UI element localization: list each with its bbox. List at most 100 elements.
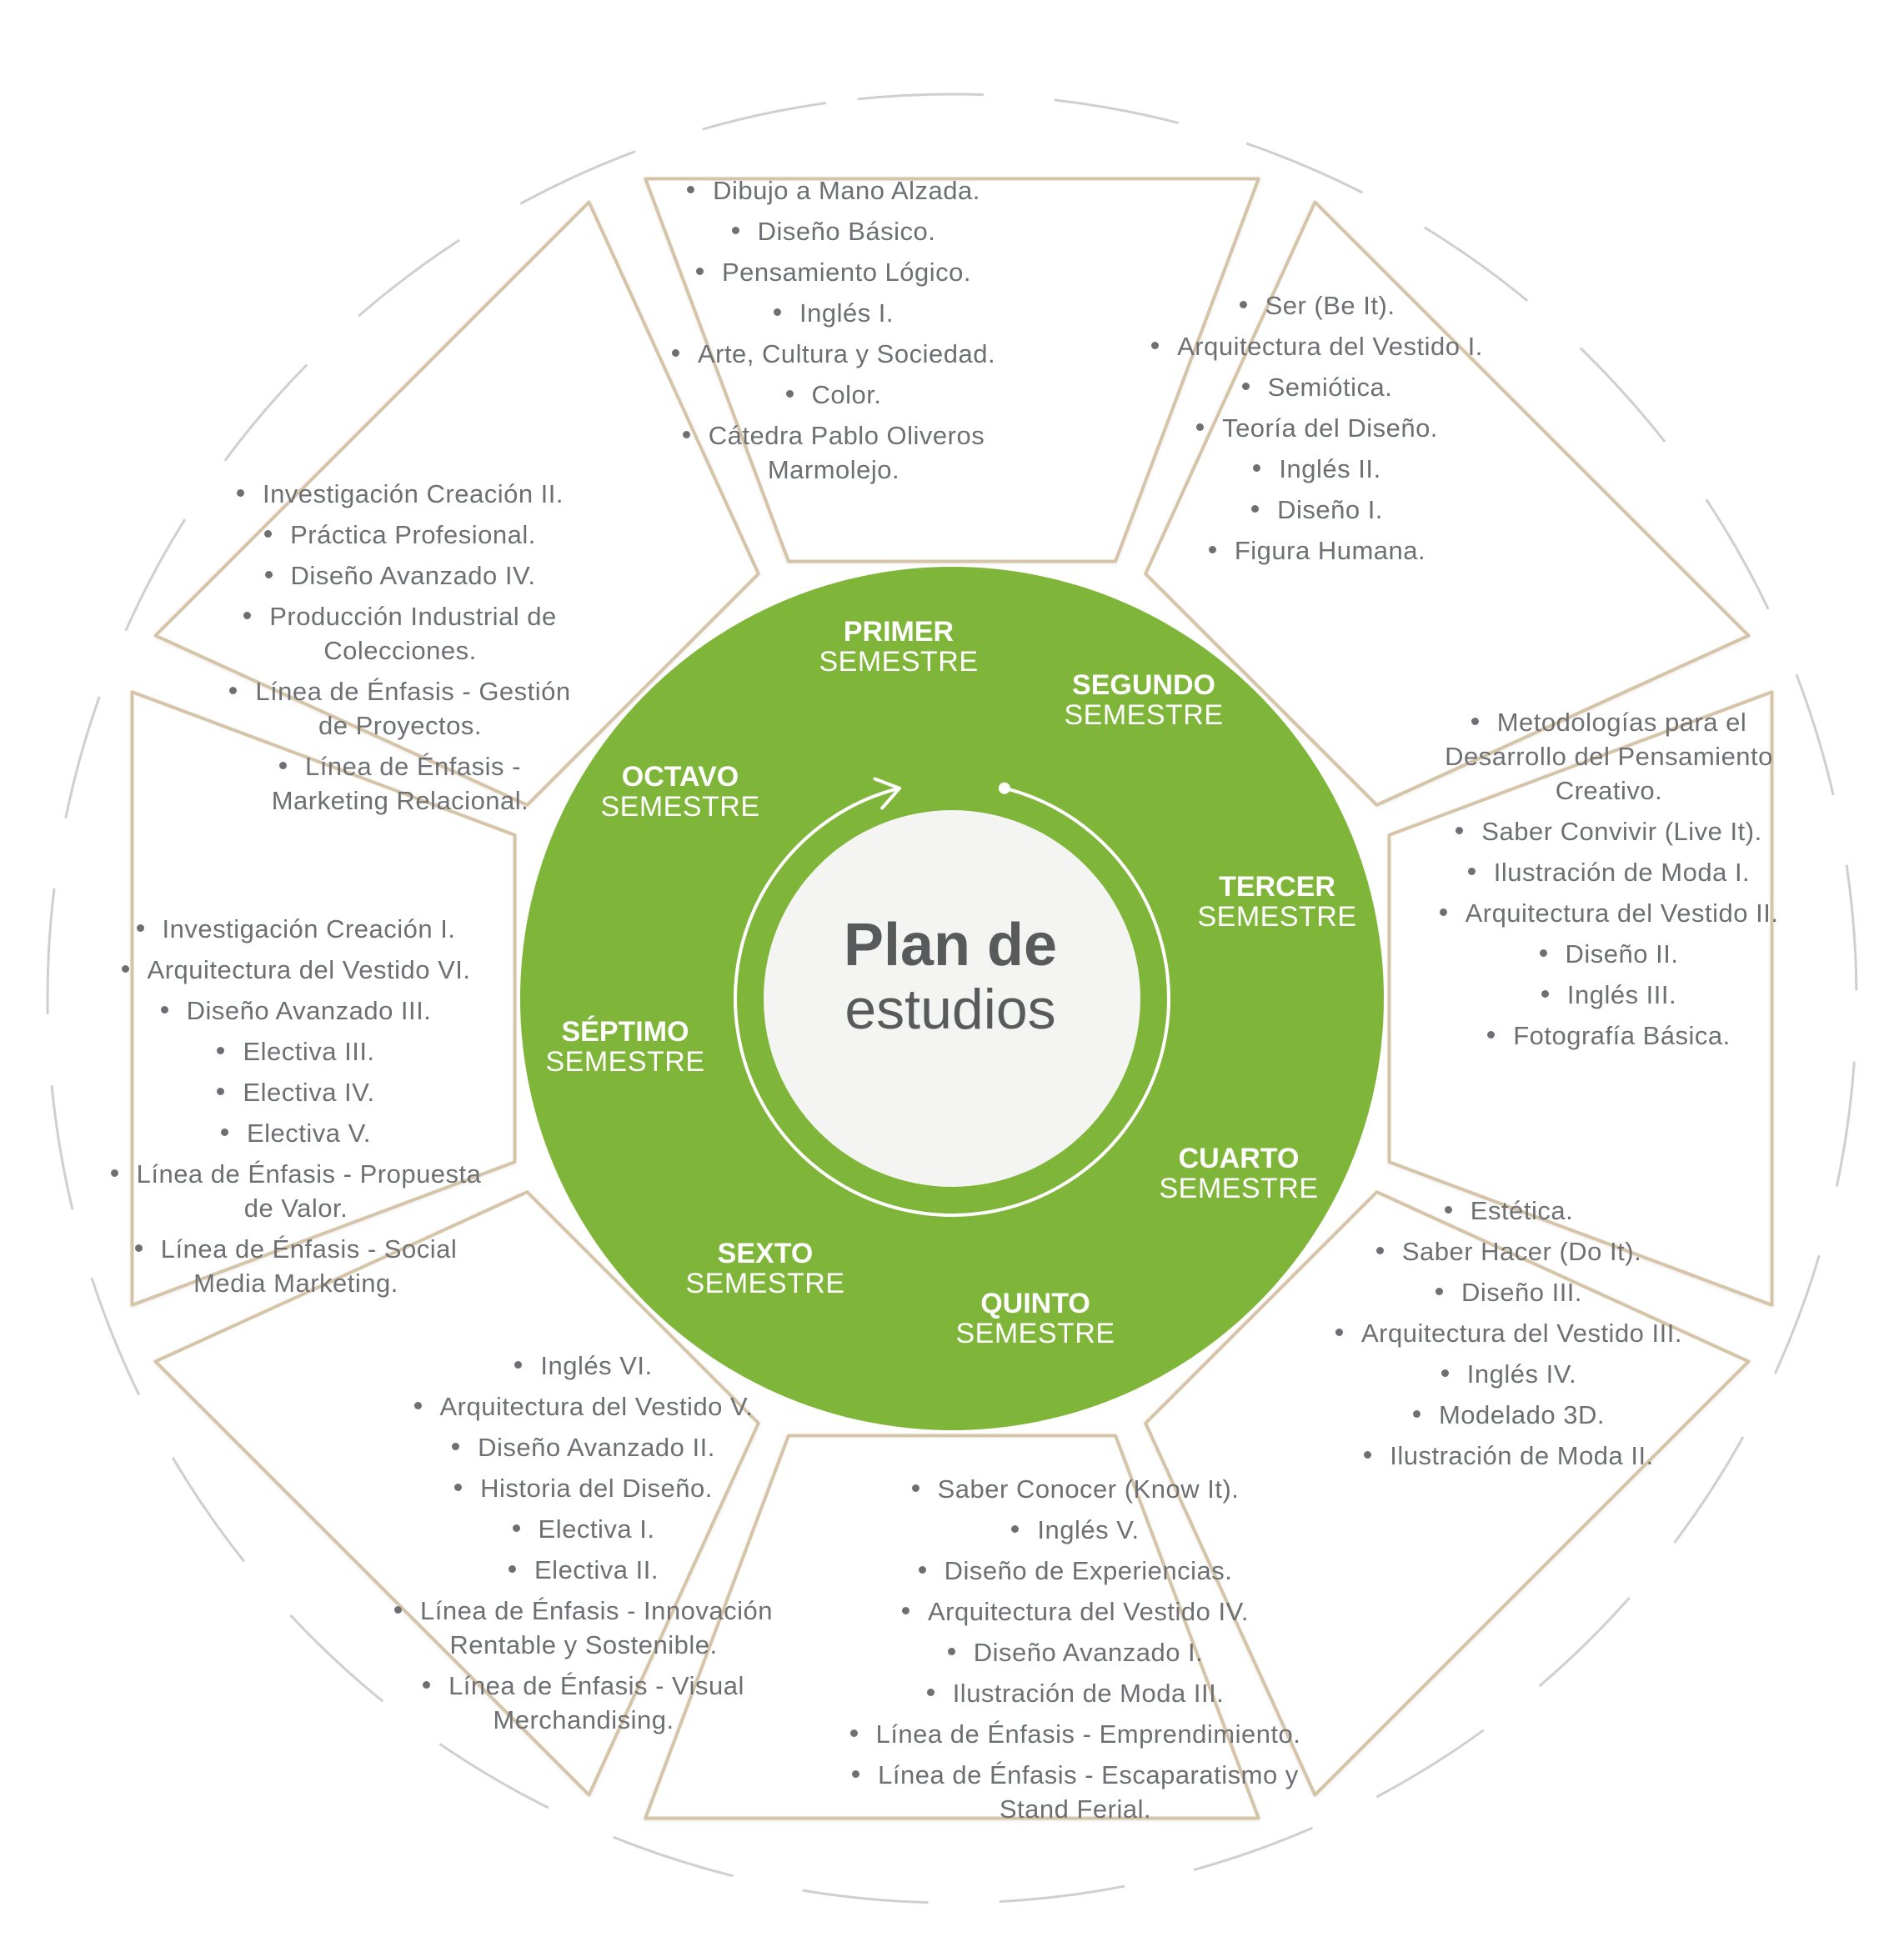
bullet-dot-icon <box>1208 546 1216 554</box>
course-item: Pensamiento Lógico. <box>634 255 1034 289</box>
course-item: Electiva V. <box>108 1116 484 1150</box>
course-name: Línea de Énfasis - Visual Merchandising. <box>448 1671 744 1734</box>
course-name: Color. <box>811 380 882 409</box>
course-item: Diseño Básico. <box>634 214 1034 248</box>
bullet-dot-icon <box>1011 1525 1020 1534</box>
outer-dash-segment <box>289 1614 384 1703</box>
course-name: Línea de Énfasis - Innovación Rentable y… <box>420 1596 773 1659</box>
course-name: Fotografía Básica. <box>1513 1021 1731 1050</box>
bullet-dot-icon <box>1239 301 1247 309</box>
outer-dashed-ring <box>46 93 1858 1904</box>
course-name: Diseño Avanzado IV. <box>290 561 536 590</box>
semester-word: SEMESTRE <box>1064 699 1224 731</box>
bullet-dot-icon <box>264 571 273 579</box>
course-item: Saber Convivir (Live It). <box>1409 814 1809 848</box>
course-item: Teoría del Diseño. <box>1109 411 1526 445</box>
semester-label-6: SEXTO SEMESTRE <box>640 1239 890 1299</box>
course-item: Arquitectura del Vestido VI. <box>108 953 484 987</box>
course-item: Diseño de Experiencias. <box>834 1554 1317 1588</box>
bullet-dot-icon <box>220 1129 228 1137</box>
outer-dash-segment <box>1424 226 1529 302</box>
course-name: Inglés V. <box>1037 1515 1140 1544</box>
semester-label-7: SÉPTIMO SEMESTRE <box>500 1017 750 1077</box>
bullet-dot-icon <box>136 924 144 933</box>
course-name: Historia del Diseño. <box>480 1474 713 1503</box>
course-name: Producción Industrial de Colecciones. <box>269 602 557 665</box>
course-item: Semiótica. <box>1109 370 1526 404</box>
course-name: Saber Hacer (Do It). <box>1401 1237 1642 1266</box>
course-item: Estética. <box>1309 1194 1709 1228</box>
semester-panel-2 <box>1144 200 1751 807</box>
bullet-dot-icon <box>849 1729 858 1738</box>
outer-dash-segment <box>1845 864 1858 991</box>
bullet-dot-icon <box>1241 383 1250 391</box>
bullet-dot-icon <box>1444 1206 1452 1214</box>
semester-ordinal: SEXTO <box>717 1238 814 1269</box>
course-name: Figura Humana. <box>1234 536 1426 565</box>
outer-dash-segment <box>358 238 460 318</box>
semester-word: SEMESTRE <box>1159 1173 1319 1204</box>
course-item: Diseño II. <box>1409 937 1809 971</box>
bullet-dot-icon <box>1253 464 1261 473</box>
course-name: Electiva III. <box>243 1037 375 1066</box>
course-name: Arquitectura del Vestido I. <box>1177 332 1483 361</box>
bullet-dot-icon <box>682 431 690 439</box>
center-title: Plan de estudios <box>742 913 1159 1041</box>
bullet-dot-icon <box>1487 1031 1496 1039</box>
outer-dash-segment <box>1193 1826 1314 1871</box>
course-list-semester-7: Investigación Creación I. Arquitectura de… <box>108 912 484 1307</box>
bullet-dot-icon <box>852 1770 860 1779</box>
bullet-dot-icon <box>160 1006 168 1014</box>
course-item: Línea de Énfasis - Social Media Marketin… <box>108 1232 484 1300</box>
course-name: Electiva I. <box>538 1514 655 1544</box>
course-name: Arquitectura del Vestido II. <box>1465 898 1779 928</box>
outer-dash-segment <box>857 93 984 101</box>
course-item: Línea de Énfasis - Propuesta de Valor. <box>108 1157 484 1225</box>
course-name: Ilustración de Moda III. <box>952 1679 1225 1708</box>
bullet-dot-icon <box>1471 718 1479 726</box>
bullet-dot-icon <box>1541 990 1549 999</box>
course-item: Diseño I. <box>1109 493 1526 527</box>
bullet-dot-icon <box>1467 868 1476 876</box>
course-name: Inglés VI. <box>540 1351 653 1380</box>
outer-dash-segment <box>1835 1061 1856 1187</box>
outer-dash-segment <box>223 363 308 462</box>
course-name: Ser (Be It). <box>1265 291 1395 320</box>
bullet-dot-icon <box>509 1565 516 1574</box>
course-item: Dibujo a Mano Alzada. <box>634 173 1034 208</box>
semester-word: SEMESTRE <box>545 1046 705 1078</box>
course-item: Diseño Avanzado IV. <box>225 558 575 593</box>
bullet-dot-icon <box>134 1244 143 1253</box>
course-name: Estética. <box>1470 1196 1574 1225</box>
center-title-line1: Plan de <box>843 912 1058 979</box>
bullet-dot-icon <box>1364 1451 1372 1459</box>
course-name: Inglés III. <box>1566 980 1677 1009</box>
outer-dash-segment <box>171 1456 246 1563</box>
bullet-dot-icon <box>454 1484 463 1492</box>
course-name: Arquitectura del Vestido III. <box>1361 1319 1682 1348</box>
course-name: Dibujo a Mano Alzada. <box>713 176 980 205</box>
bullet-dot-icon <box>279 762 288 770</box>
outer-dash-segment <box>1245 142 1364 194</box>
course-item: Inglés III. <box>1409 978 1809 1012</box>
outer-dash-segment <box>124 518 187 632</box>
course-name: Ilustración de Moda I. <box>1493 858 1751 887</box>
course-name: Investigación Creación I. <box>162 914 456 943</box>
course-name: Diseño Avanzado I. <box>973 1638 1204 1667</box>
bullet-dot-icon <box>110 1169 118 1178</box>
course-name: Práctica Profesional. <box>290 520 536 549</box>
course-name: Arquitectura del Vestido V. <box>439 1392 754 1421</box>
bullet-dot-icon <box>1456 827 1464 835</box>
bullet-dot-icon <box>1441 1369 1449 1378</box>
course-item: Saber Hacer (Do It). <box>1309 1234 1709 1269</box>
course-item: Arquitectura del Vestido I. <box>1109 329 1526 363</box>
cycle-start-dot-icon <box>998 782 1010 794</box>
semester-label-5: QUINTO SEMESTRE <box>910 1289 1160 1349</box>
course-name: Electiva IV. <box>243 1078 375 1107</box>
course-name: Línea de Énfasis - Emprendimiento. <box>875 1719 1301 1749</box>
outer-dash-segment <box>519 150 636 205</box>
course-item: Línea de Énfasis - Visual Merchandising. <box>383 1669 784 1737</box>
course-list-semester-8: Investigación Creación II.Práctica Profe… <box>225 477 575 824</box>
